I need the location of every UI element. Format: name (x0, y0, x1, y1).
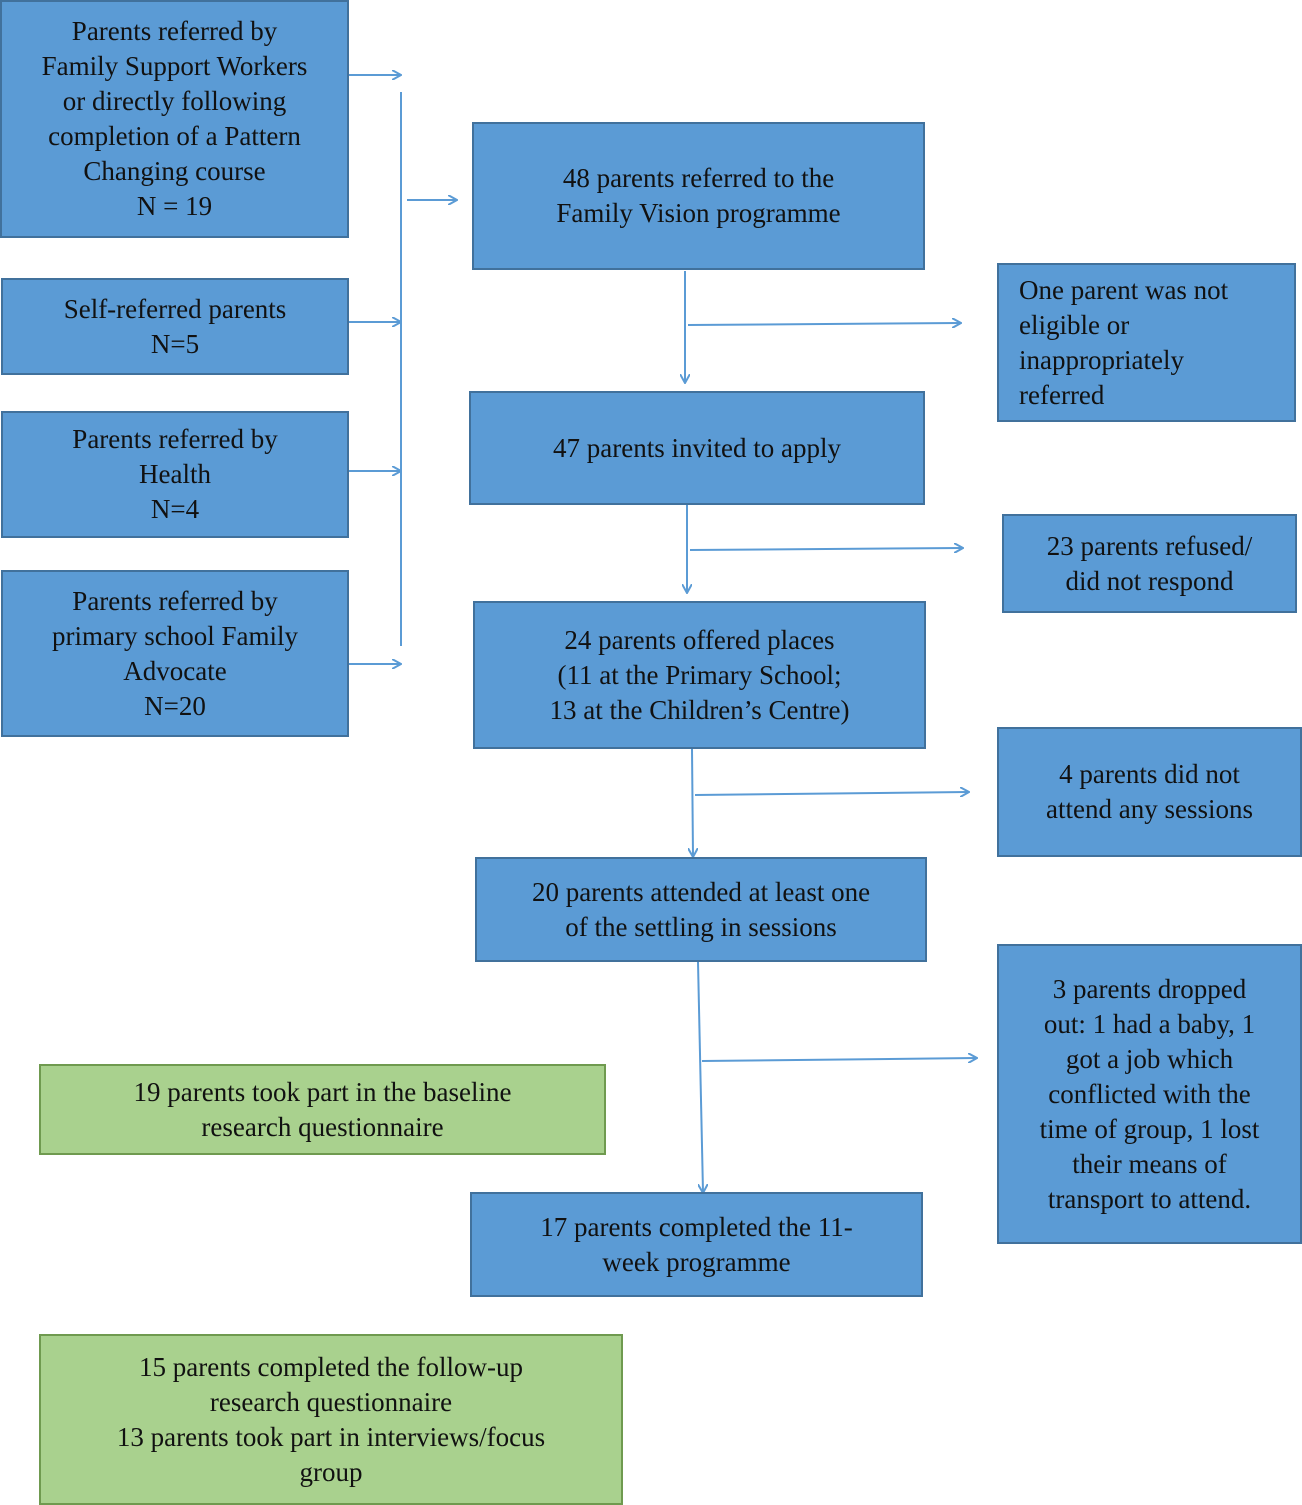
source-box-family-advocate: Parents referred by primary school Famil… (1, 570, 349, 737)
box-text-line: N=5 (150, 328, 200, 359)
box-text-line: Family Support Workers (41, 51, 308, 81)
box-text-line: inappropriately (1019, 344, 1184, 375)
box-text-line: 15 parents completed the follow-up (139, 1351, 523, 1382)
box-text-line: conflicted with the (1048, 1078, 1251, 1109)
exclusion-box-refused: 23 parents refused/ did not respond (1002, 514, 1297, 613)
box-text-line: (11 at the Primary School; (557, 659, 842, 690)
source-box-family-support: Parents referred by Family Support Worke… (0, 0, 349, 238)
box-text-line: Parents referred by (71, 16, 278, 46)
arrow-offered-attended (692, 748, 693, 856)
box-text-line: time of group, 1 lost (1039, 1113, 1260, 1144)
box-text-line: 23 parents refused/ (1046, 530, 1253, 561)
arrow-not-eligible (687, 323, 960, 325)
box-text-line: transport to attend. (1047, 1183, 1252, 1214)
research-box-baseline: 19 parents took part in the baseline res… (39, 1064, 606, 1155)
box-text-line: did not respond (1065, 565, 1234, 596)
box-text-line: completion of a Pattern (48, 121, 301, 151)
box-text-line: research questionnaire (209, 1386, 453, 1417)
box-text-line: group (299, 1456, 363, 1487)
box-text-line: Changing course (83, 156, 266, 186)
box-text-line: 4 parents did not (1059, 759, 1240, 789)
box-text-line: research questionnaire (201, 1111, 444, 1142)
box-text-line: got a job which (1065, 1043, 1234, 1074)
box-text-line: 13 parents took part in interviews/focus (116, 1421, 546, 1452)
box-text-line: referred (1019, 379, 1105, 410)
exclusion-box-dropped-out: 3 parents dropped out: 1 had a baby, 1 g… (997, 944, 1302, 1244)
arrow-attended-completed (697, 961, 703, 1192)
box-text-line: week programme (602, 1246, 791, 1277)
box-text-line: 20 parents attended at least one (531, 876, 871, 907)
box-text-line: N=4 (150, 494, 200, 524)
box-text-line: Self-referred parents (63, 293, 287, 324)
source-box-health: Parents referred by Health N=4 (1, 411, 349, 538)
box-text-line: out: 1 had a baby, 1 (1043, 1008, 1256, 1039)
box-text-line: of the settling in sessions (565, 911, 837, 942)
arrow-dropped-out (701, 1058, 976, 1061)
box-text-line: attend any sessions (1046, 794, 1253, 824)
flow-box-referred: 48 parents referred to the Family Vision… (472, 122, 925, 270)
source-box-self-referred: Self-referred parents N=5 (1, 278, 349, 375)
box-text-line: 3 parents dropped (1052, 973, 1247, 1004)
box-text-line: One parent was not (1019, 274, 1229, 305)
box-text-line: or directly following (62, 86, 287, 116)
box-text-line: N = 19 (136, 191, 213, 221)
box-text-line: 48 parents referred to the (562, 163, 835, 193)
box-text-line: Parents referred by (72, 585, 278, 616)
flow-box-completed: 17 parents completed the 11- week progra… (470, 1192, 923, 1297)
box-text-line: Advocate (123, 655, 227, 686)
exclusion-box-not-eligible: One parent was not eligible or inappropr… (997, 263, 1296, 422)
box-text-line: N=20 (144, 690, 206, 721)
box-text-line: Family Vision programme (556, 198, 841, 228)
box-text-line: 24 parents offered places (564, 624, 835, 655)
exclusion-box-no-attend: 4 parents did not attend any sessions (997, 727, 1302, 857)
box-text-line: 17 parents completed the 11- (540, 1211, 853, 1242)
box-text-line: 13 at the Children’s Centre) (549, 694, 850, 725)
research-box-follow-up: 15 parents completed the follow-up resea… (39, 1334, 623, 1505)
box-text-line: their means of (1072, 1148, 1227, 1179)
box-text-line: 47 parents invited to apply (553, 432, 841, 463)
box-text-line: Parents referred by (72, 424, 278, 454)
box-text-line: eligible or (1019, 309, 1130, 340)
flow-box-invited: 47 parents invited to apply (469, 391, 925, 505)
flow-box-attended: 20 parents attended at least one of the … (475, 857, 927, 962)
arrow-no-attend (694, 792, 968, 795)
box-text-line: 19 parents took part in the baseline (133, 1076, 512, 1107)
arrow-refused (689, 548, 962, 550)
box-text-line: primary school Family (52, 620, 298, 651)
flow-box-offered: 24 parents offered places (11 at the Pri… (473, 601, 926, 749)
box-text-line: Health (139, 459, 211, 489)
